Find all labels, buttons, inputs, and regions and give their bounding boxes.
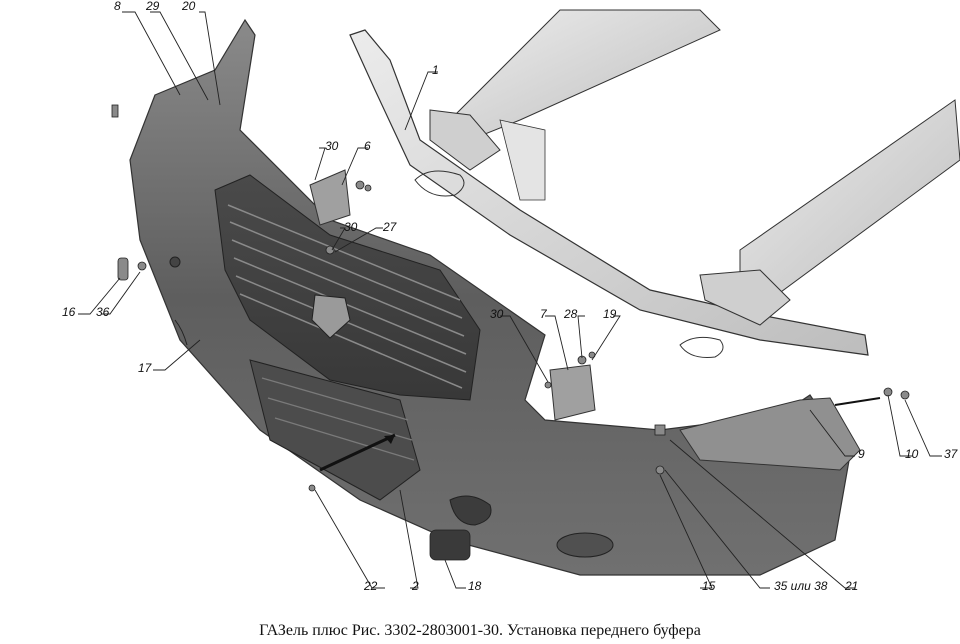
callout-30-b: 30 — [344, 220, 358, 234]
emblem — [311, 294, 351, 339]
bumper-assembly-drawing: 1 2 6 7 8 9 10 15 16 17 18 19 20 21 22 2… — [62, 0, 960, 593]
callout-2: 2 — [411, 579, 419, 593]
callout-19: 19 — [603, 307, 617, 321]
callout-7: 7 — [540, 307, 548, 321]
callout-1: 1 — [432, 63, 439, 77]
figure-caption: ГАЗель плюс Рис. 3302-2803001-30. Устано… — [259, 622, 701, 639]
callout-27: 27 — [382, 220, 398, 234]
callout-8: 8 — [114, 0, 121, 13]
callout-17: 17 — [138, 361, 153, 375]
bumper-body — [129, 18, 851, 576]
callout-9: 9 — [858, 447, 865, 461]
bracket-6 — [309, 169, 351, 226]
callout-10: 10 — [905, 447, 919, 461]
callout-15: 15 — [702, 579, 716, 593]
callout-29: 29 — [145, 0, 160, 13]
frame-rails — [349, 9, 960, 358]
callout-30-c: 30 — [490, 307, 504, 321]
callout-35-38: 35 или 38 — [774, 579, 828, 593]
leader-lines — [78, 11, 942, 589]
bracket-7 — [549, 364, 596, 421]
callout-37: 37 — [944, 447, 959, 461]
callout-36: 36 — [96, 305, 110, 319]
callout-28: 28 — [563, 307, 578, 321]
callout-21: 21 — [844, 579, 858, 593]
side-bracket — [679, 397, 861, 471]
callout-22: 22 — [363, 579, 378, 593]
callout-30-a: 30 — [325, 139, 339, 153]
fasteners — [111, 104, 910, 561]
callout-18: 18 — [468, 579, 482, 593]
callout-20: 20 — [181, 0, 196, 13]
grille-slats — [227, 204, 467, 389]
callout-6: 6 — [364, 139, 371, 153]
arrow-grille — [319, 433, 396, 472]
callout-16: 16 — [62, 305, 76, 319]
